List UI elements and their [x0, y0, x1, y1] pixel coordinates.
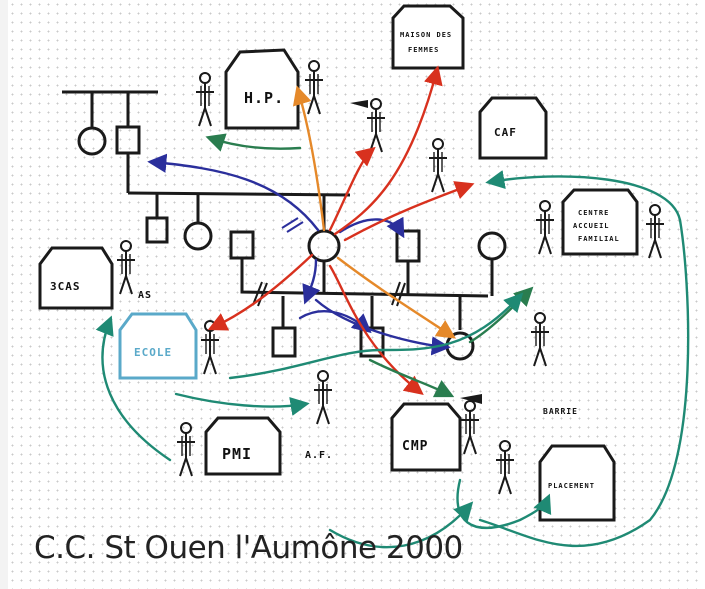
trumpet-icon-2 — [460, 394, 482, 404]
person-figure-hp — [196, 73, 214, 126]
person-figure-cmp — [461, 401, 479, 454]
grandfather-square — [117, 127, 139, 153]
cmp-label: CMP — [402, 439, 428, 454]
centre-label-2: ACCUEIL — [573, 222, 610, 230]
person-figure-centre-1 — [536, 201, 554, 254]
person-figure-barrie — [531, 313, 549, 366]
caf-label: CAF — [494, 126, 517, 139]
arrow-green-cmp — [370, 360, 450, 395]
pmi-label: PMI — [222, 445, 252, 463]
arrow-red-1 — [335, 70, 437, 234]
arrow-green-hp — [210, 138, 300, 149]
trumpet-icon — [350, 100, 368, 108]
person-figure-top — [305, 61, 323, 114]
person-figure-pmi — [177, 423, 195, 476]
centre-label-3: FAMILIAL — [578, 235, 620, 243]
maison-femmes-label-1: MAISON DES — [400, 31, 452, 39]
scas-house — [40, 248, 112, 308]
person-figure-placement — [496, 441, 514, 494]
as-label: AS — [138, 290, 152, 301]
uncle-square — [147, 218, 167, 242]
scas-label: 3CAS — [50, 280, 81, 293]
child-square-1 — [273, 328, 295, 356]
person-figure-trumpet — [367, 99, 385, 152]
arrow-blue-3 — [316, 300, 446, 347]
person-figure-caf — [429, 139, 447, 192]
arrow-red-3 — [330, 150, 372, 230]
person-figure-as — [117, 241, 135, 294]
sister-circle — [479, 233, 505, 259]
arrow-orange-1 — [298, 90, 324, 230]
placement-label: PLACEMENT — [548, 482, 595, 490]
parents-generation-line — [128, 193, 350, 195]
aunt-circle — [185, 223, 211, 249]
partner-square — [397, 231, 419, 261]
father-square — [231, 232, 253, 258]
arrow-teal-af — [176, 394, 305, 407]
centre-label-1: CENTRE — [578, 209, 609, 217]
mother-circle — [309, 231, 339, 261]
person-figure-ecole — [201, 321, 219, 374]
hp-label: H.P. — [244, 89, 284, 107]
person-figure-af — [314, 371, 332, 424]
maison-femmes-label-2: FEMMES — [408, 46, 439, 54]
ecole-label: ECOLE — [134, 346, 172, 359]
barrie-label: BARRIE — [543, 407, 578, 416]
diagram-caption: C.C. St Ouen l'Aumône 2000 — [34, 530, 463, 566]
person-figure-centre-2 — [646, 205, 664, 258]
af-label: A.F. — [305, 450, 333, 461]
arrow-blue-1 — [152, 162, 318, 230]
cmp-house — [392, 404, 460, 470]
grandmother-circle — [79, 128, 105, 154]
arrow-teal-placement — [458, 480, 549, 528]
